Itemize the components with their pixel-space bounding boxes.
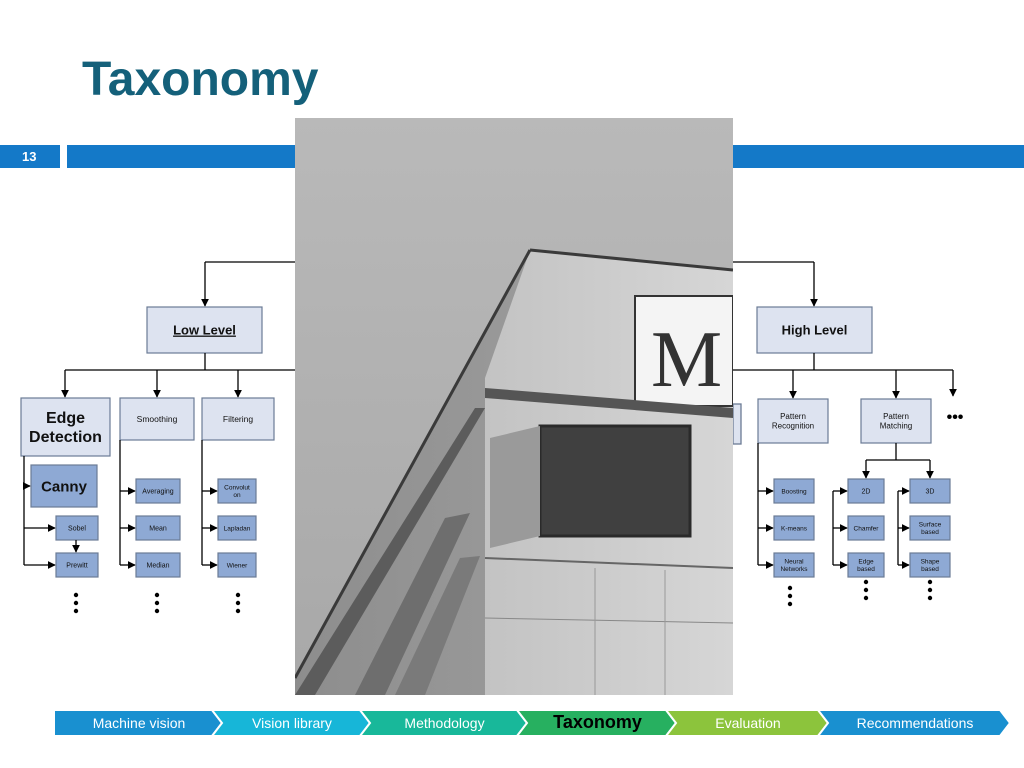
box-sobel-label: Sobel xyxy=(68,525,86,532)
ellipsis-dot xyxy=(863,595,869,601)
box-pattern-recognition xyxy=(757,398,829,444)
box-recognition-item-label: K-means xyxy=(781,525,808,532)
box-2d-item-label: based xyxy=(857,566,875,573)
box-smoothing-item xyxy=(135,515,181,541)
box-smoothing-label: Smoothing xyxy=(137,414,178,424)
box-recognition-item-label: Networks xyxy=(780,566,808,573)
building-photo: M xyxy=(295,118,733,695)
nav-step-label[interactable]: Recommendations xyxy=(857,715,974,731)
ellipsis-dot xyxy=(73,600,79,606)
ellipsis-dot xyxy=(235,608,241,614)
box-2d-item xyxy=(847,552,885,578)
box-2d-item-label: Chamfer xyxy=(854,525,880,532)
box-filtering-item-label: Lapladan xyxy=(224,525,251,532)
box-partial xyxy=(732,403,742,445)
ellipsis-dot xyxy=(154,592,160,598)
box-3d-item xyxy=(909,552,951,578)
box-recognition-item xyxy=(773,515,815,541)
box-2d-label: 2D xyxy=(862,488,871,495)
nav-step-label[interactable]: Machine vision xyxy=(93,715,186,731)
box-prewitt xyxy=(55,552,99,578)
nav-step-label[interactable]: Vision library xyxy=(252,715,332,731)
box-3d-item-label: based xyxy=(921,529,939,536)
box-3d-item-label: Surface xyxy=(919,521,942,528)
box-filtering-item-label: Convolut xyxy=(224,484,250,491)
ellipsis-dot xyxy=(927,595,933,601)
box-2d-item xyxy=(847,515,885,541)
ellipsis-dot xyxy=(927,587,933,593)
ellipsis-dot xyxy=(154,608,160,614)
ellipsis-dot xyxy=(927,579,933,585)
nav-step-label[interactable]: Evaluation xyxy=(715,715,780,731)
nav-step-label[interactable]: Methodology xyxy=(404,715,484,731)
more-ellipsis: ••• xyxy=(947,409,964,426)
box-edge-detection xyxy=(20,397,111,457)
box-filtering-item-label: Wiener xyxy=(227,562,248,569)
box-smoothing-item-label: Averaging xyxy=(142,488,174,495)
box-pattern-recognition-label: Pattern xyxy=(780,412,806,421)
box-edge-detection-label: Edge xyxy=(46,410,85,427)
ellipsis-dot xyxy=(73,608,79,614)
box-filtering-label: Filtering xyxy=(223,414,254,424)
box-smoothing-item xyxy=(135,478,181,504)
box-edge-detection-label: Detection xyxy=(29,429,102,446)
ellipsis-dot xyxy=(235,600,241,606)
box-prewitt-label: Prewitt xyxy=(66,562,87,569)
slide-title: Taxonomy xyxy=(82,53,319,106)
nav-step-label[interactable]: Taxonomy xyxy=(553,712,642,732)
box-2d xyxy=(847,478,885,504)
box-filtering-item xyxy=(217,552,257,578)
box-recognition-item xyxy=(773,478,815,504)
ellipsis-dot xyxy=(787,593,793,599)
box-high-level-label: High Level xyxy=(782,323,848,338)
ellipsis-dot xyxy=(787,585,793,591)
box-3d xyxy=(909,478,951,504)
box-pattern-matching xyxy=(860,398,932,444)
box-recognition-item-label: Boosting xyxy=(781,488,807,495)
box-3d-item-label: Shape xyxy=(921,558,940,565)
box-3d-item-label: based xyxy=(921,566,939,573)
box-filtering xyxy=(201,397,275,441)
box-smoothing xyxy=(119,397,195,441)
box-canny xyxy=(30,464,98,508)
ellipsis-dot xyxy=(73,592,79,598)
ellipsis-dot xyxy=(863,587,869,593)
box-filtering-item xyxy=(217,515,257,541)
box-3d-label: 3D xyxy=(926,488,935,495)
box-smoothing-item xyxy=(135,552,181,578)
ellipsis-dot xyxy=(235,592,241,598)
svg-text:M: M xyxy=(651,316,722,404)
nav-step-recommendations[interactable] xyxy=(815,709,1012,737)
box-filtering-item-label: on xyxy=(233,492,241,499)
box-smoothing-item-label: Median xyxy=(147,562,170,569)
slide-number: 13 xyxy=(0,145,60,168)
box-sobel xyxy=(55,515,99,541)
box-canny-label: Canny xyxy=(41,478,88,495)
box-recognition-item xyxy=(773,552,815,578)
box-high-level xyxy=(756,306,873,354)
box-2d-item-label: Edge xyxy=(858,558,874,565)
ellipsis-dot xyxy=(154,600,160,606)
box-filtering-item xyxy=(217,478,257,504)
box-low-level-label: Low Level xyxy=(173,323,236,338)
box-smoothing-item-label: Mean xyxy=(149,525,167,532)
box-pattern-recognition-label: Recognition xyxy=(772,422,814,431)
ellipsis-dot xyxy=(863,579,869,585)
box-pattern-matching-label: Pattern xyxy=(883,412,909,421)
box-recognition-item-label: Neural xyxy=(784,558,804,565)
box-pattern-matching-label: Matching xyxy=(880,422,912,431)
box-3d-item xyxy=(909,515,951,541)
ellipsis-dot xyxy=(787,601,793,607)
box-low-level xyxy=(146,306,263,354)
